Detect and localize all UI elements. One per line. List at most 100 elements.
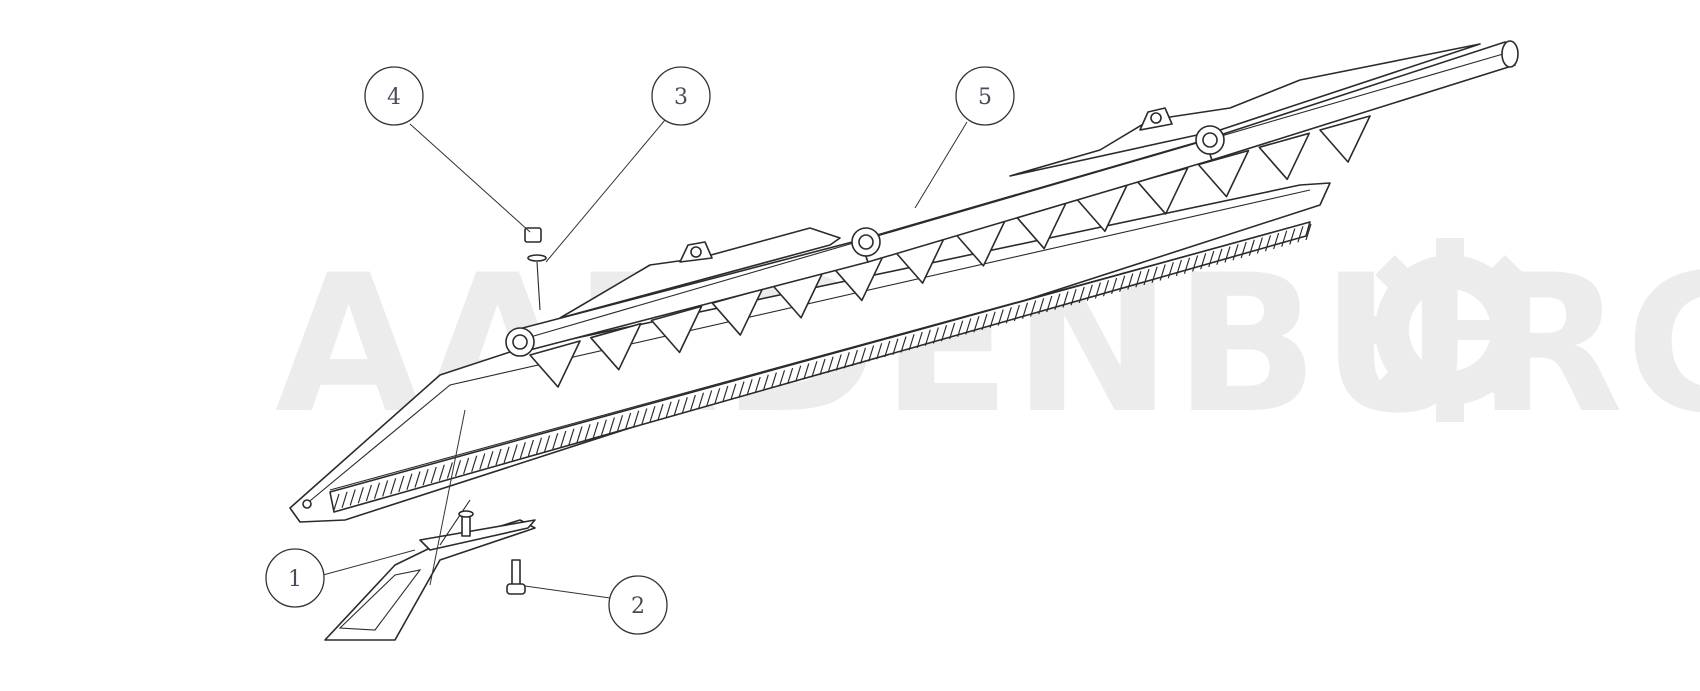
- serration-tooth: [544, 435, 551, 452]
- bracket-bolts: [458, 510, 526, 595]
- serration-tooth: [608, 417, 615, 434]
- serration-tooth: [778, 370, 786, 387]
- serration-tooth: [519, 442, 526, 459]
- serration-tooth: [770, 372, 777, 389]
- serration-tooth: [463, 457, 470, 475]
- serration-tooth: [527, 439, 534, 457]
- lifter-assembly: [289, 40, 1519, 523]
- serration-tooth: [827, 356, 834, 373]
- serration-tooth: [454, 460, 462, 477]
- serration-tooth: [1127, 273, 1134, 290]
- washer-part-3: [527, 254, 547, 262]
- serration-tooth: [649, 406, 656, 423]
- serration-tooth: [892, 338, 899, 355]
- bolt-part-2: [511, 559, 521, 587]
- serration-tooth: [373, 482, 381, 499]
- serration-tooth: [333, 493, 340, 511]
- serration-tooth: [560, 430, 567, 448]
- serration-tooth: [616, 415, 624, 432]
- serration-tooth: [665, 401, 672, 418]
- serration-tooth: [657, 403, 664, 421]
- serration-tooth: [689, 394, 696, 412]
- serration-tooth: [633, 410, 640, 427]
- serration-tooth: [1224, 246, 1231, 263]
- callout-4: 4: [364, 66, 424, 126]
- callout-1: 1: [265, 548, 325, 608]
- serration-tooth: [884, 340, 891, 358]
- serration-tooth: [819, 358, 826, 376]
- serration-tooth: [932, 327, 939, 344]
- serration-tooth: [495, 448, 502, 466]
- serration-tooth: [1192, 255, 1199, 272]
- serration-tooth: [1086, 284, 1093, 301]
- serration-tooth: [479, 453, 486, 470]
- callout-3: 3: [651, 66, 711, 126]
- serration-tooth: [1256, 237, 1263, 254]
- serration-tooth: [949, 322, 956, 340]
- gusset-rib: [589, 322, 642, 371]
- pivot-hole: [302, 499, 312, 509]
- gusset-rib: [1258, 132, 1311, 181]
- callout-5: 5: [955, 66, 1015, 126]
- serration-tooth: [916, 331, 923, 349]
- serration-tooth: [535, 437, 543, 454]
- tube-end-tip: [1501, 40, 1519, 68]
- serration-tooth: [1030, 300, 1037, 317]
- serration-tooth: [1208, 250, 1215, 268]
- serrated-teeth: [333, 223, 1312, 511]
- serration-tooth: [714, 388, 721, 405]
- serration-tooth: [1111, 277, 1118, 295]
- serration-tooth: [697, 392, 705, 409]
- shoe-bracket: [324, 499, 536, 641]
- serration-tooth: [851, 349, 858, 367]
- serration-tooth: [762, 374, 769, 391]
- leader-lines: [322, 119, 968, 599]
- serration-tooth: [1054, 293, 1061, 310]
- serration-tooth: [787, 367, 794, 385]
- serration-tooth: [552, 433, 559, 450]
- serration-tooth: [1078, 286, 1085, 304]
- serration-tooth: [859, 347, 867, 364]
- serration-tooth: [754, 376, 761, 394]
- serration-tooth: [398, 475, 405, 493]
- serration-tooth: [673, 399, 680, 416]
- serration-tooth: [1264, 235, 1272, 252]
- serration-tooth: [908, 334, 915, 351]
- callout-5-label: 5: [978, 85, 992, 110]
- gusset-rib: [529, 340, 581, 388]
- serrated-edge: [329, 221, 1311, 513]
- serration-tooth: [487, 451, 494, 468]
- serration-tooth: [1062, 291, 1069, 308]
- serration-tooth: [365, 484, 372, 502]
- serration-tooth: [1143, 268, 1150, 286]
- serration-tooth: [1102, 280, 1110, 297]
- serration-tooth: [1005, 307, 1012, 324]
- serration-tooth: [1159, 264, 1166, 281]
- serration-tooth: [1297, 226, 1304, 243]
- serration-tooth: [965, 318, 972, 335]
- serration-tooth: [981, 313, 988, 331]
- gusset-rib: [1197, 149, 1250, 198]
- serration-tooth: [430, 466, 437, 484]
- serration-tooth: [438, 464, 445, 481]
- serration-tooth: [1216, 248, 1223, 265]
- serration-tooth: [1240, 241, 1247, 259]
- serration-tooth: [803, 363, 810, 380]
- serration-tooth: [503, 446, 510, 463]
- serration-tooth: [568, 428, 575, 445]
- serration-tooth: [1175, 259, 1182, 277]
- serration-tooth: [706, 390, 713, 407]
- serration-tooth: [1200, 253, 1207, 270]
- crest-plate-rear: [1009, 43, 1481, 177]
- serration-tooth: [957, 320, 964, 337]
- callout-2: 2: [608, 575, 668, 635]
- serration-tooth: [422, 469, 429, 486]
- serration-tooth: [795, 365, 802, 382]
- serration-tooth: [722, 385, 729, 403]
- serration-tooth: [973, 316, 980, 333]
- serration-tooth: [390, 478, 397, 495]
- serration-tooth: [730, 383, 737, 400]
- serration-tooth: [1305, 223, 1312, 241]
- serration-tooth: [1183, 257, 1191, 274]
